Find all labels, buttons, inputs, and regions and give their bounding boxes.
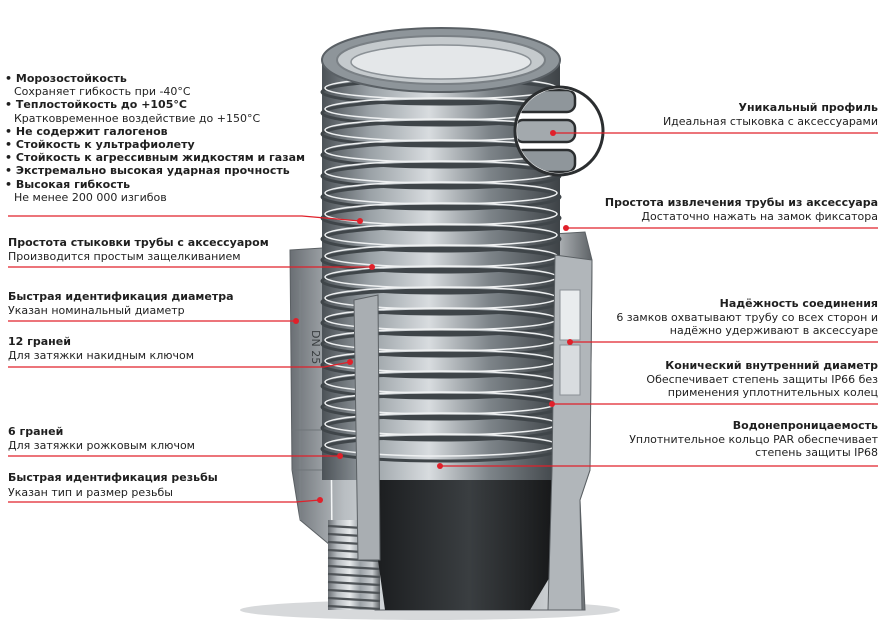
callout-title-extraction: Простота извлечения трубы из аксессуара [604,196,878,209]
callout-title-12-faces: 12 граней [8,335,71,348]
fitting-cut-right [547,254,593,611]
fitting-cut-left [353,294,381,561]
lock-latch [559,344,581,396]
thread-ridge [327,572,381,579]
pipe-rib [320,225,562,253]
callout-title-thread: Быстрая идентификация резьбы [8,471,218,484]
thread-ridge [327,580,381,587]
thread-ridge [327,596,381,603]
callout-title-reliability: Надёжность соединения [719,297,878,310]
callout-desc-waterproof-2: степень защиты IP68 [755,446,878,459]
callout-title-conical: Конический внутренний диаметр [665,359,878,372]
feature-title: • Не содержит галогенов [5,124,168,138]
feature-title: • Экстремально высокая ударная прочность [5,164,290,178]
lock-latch [559,289,581,341]
feature-title: • Теплостойкость до +105°C [5,98,187,112]
pipe-rib-highlight [324,202,558,226]
callout-desc-thread: Указан тип и размер резьбы [8,486,173,499]
feature-title: • Стойкость к ультрафиолету [5,138,195,152]
callout-desc-waterproof-1: Уплотнительное кольцо PAR обеспечивает [629,433,878,446]
callout-desc-6-faces: Для затяжки рожковым ключом [8,439,195,452]
leader-lines [8,132,878,503]
callout-desc-diameter: Указан номинальный диаметр [8,304,185,317]
callout-desc-12-faces: Для затяжки накидным ключом [8,349,195,362]
callout-desc-reliability-2: надёжно удерживают в аксессуаре [669,324,878,337]
callout-desc-conical-2: применения уплотнительных колец [667,386,878,399]
feature-desc: Кратковременное воздействие до +150°C [14,111,261,125]
callout-desc-conical-1: Обеспечивает степень защиты IP66 без [646,373,878,386]
thread-ridge [327,564,381,571]
thread-ridge [327,588,381,595]
feature-title: • Высокая гибкость [5,177,131,191]
callout-title-waterproof: Водонепроницаемость [732,419,878,432]
callout-desc-extraction: Достаточно нажать на замок фиксатора [641,210,878,223]
thread-section [327,520,381,611]
pipe-rib-highlight [324,181,558,205]
callout-title-diameter: Быстрая идентификация диаметра [8,290,234,303]
feature-title: • Морозостойкость [5,72,127,85]
callout-desc-reliability-1: 6 замков охватывают трубу со всех сторон… [616,311,878,324]
thread-ridge [327,604,381,611]
feature-desc: Сохраняет гибкость при -40°C [14,85,191,99]
pipe-rib [320,183,562,211]
profile-zoom [513,85,605,177]
leader-dots [293,130,573,503]
callout-title-6-faces: 6 граней [8,425,64,438]
callout-title-profile: Уникальный профиль [738,101,878,114]
diameter-marking: DN 25 [309,330,322,364]
feature-list: • Морозостойкость Сохраняет гибкость при… [5,72,305,204]
callout-desc-profile: Идеальная стыковка с аксессуарами [662,115,878,128]
feature-desc: Не менее 200 000 изгибов [14,190,167,204]
callout-desc-snap: Производится простым защелкиванием [8,250,241,263]
callout-title-snap: Простота стыковки трубы с аксессуаром [8,236,269,249]
pipe-rib-highlight [324,223,558,247]
feature-title: • Стойкость к агрессивным жидкостям и га… [5,151,306,165]
